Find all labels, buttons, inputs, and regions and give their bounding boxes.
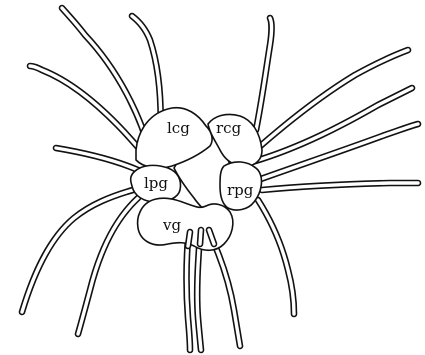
nerve-stub-vg-2 [200,230,201,244]
nerve-vg-down-2 [197,234,201,350]
nerve-rpg-down [258,200,294,314]
label-lpg: lpg [144,174,168,192]
nerve-lpg-down-2 [78,198,138,334]
label-vg: vg [162,216,181,234]
nerve-stub-vg-3 [209,230,214,244]
nerve-vg-down-1 [187,238,191,350]
nerve-vg-down-3 [210,234,240,346]
nerve-rcg-top [256,18,272,130]
nerve-rpg-right-2 [262,183,418,190]
label-lcg: lcg [167,119,190,137]
nerve-lcg-left [30,66,142,152]
label-rcg: rcg [216,119,242,137]
nerve-lpg-left [56,148,138,170]
nerve-stub-vg-1 [188,232,190,246]
label-rpg: rpg [227,181,254,199]
nerve-lcg-top-1 [62,8,150,152]
nerve-lpg-down-1 [22,188,140,312]
